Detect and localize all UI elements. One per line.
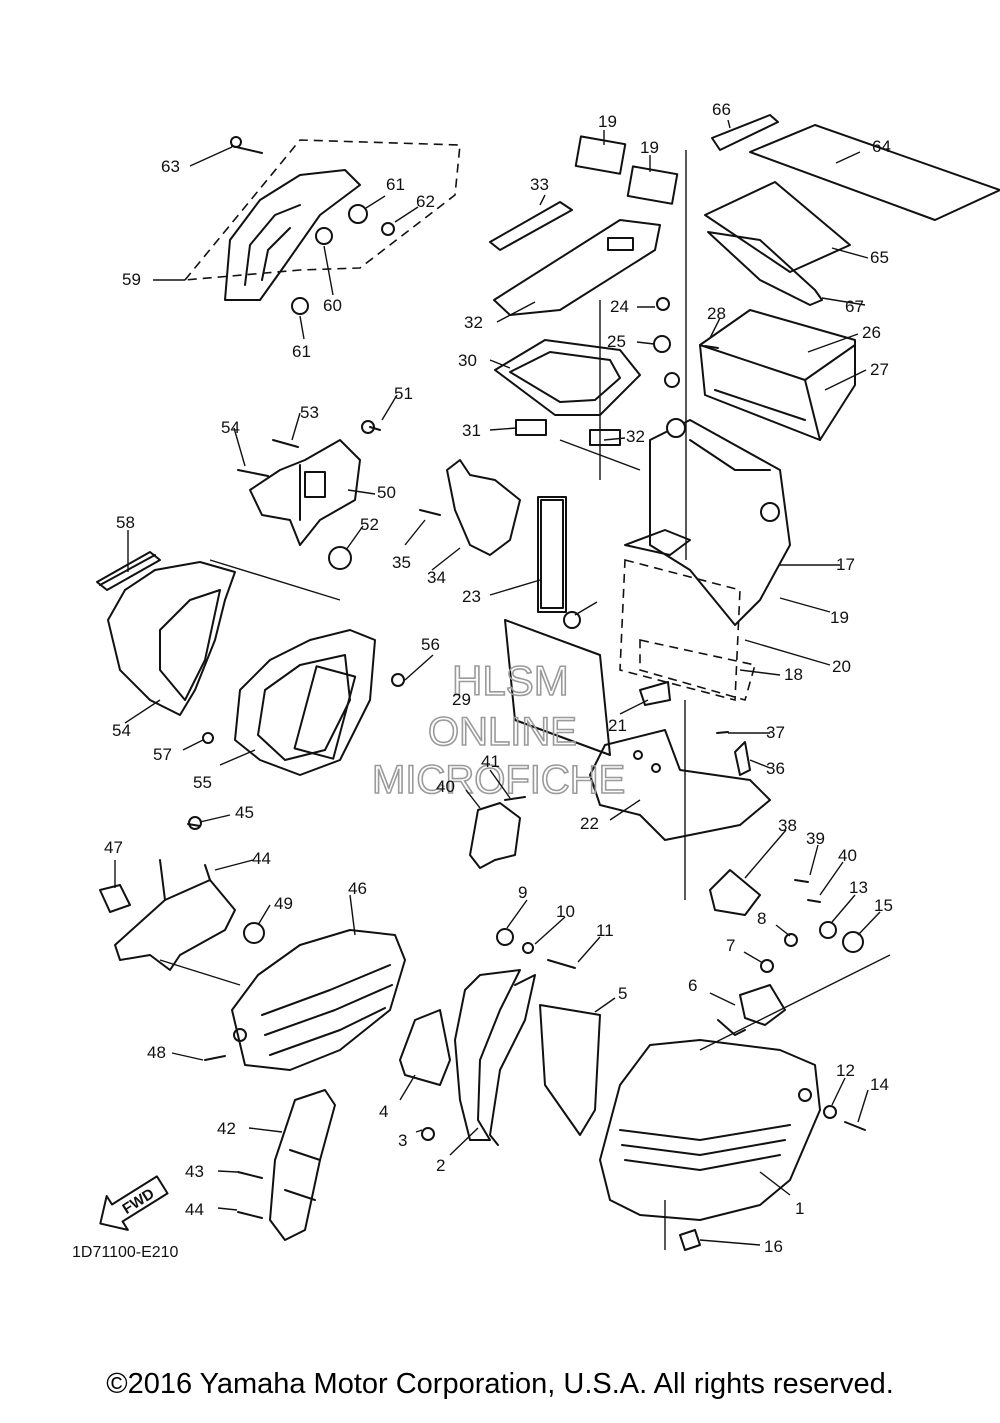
callout-label: 49	[274, 894, 293, 913]
callout-label: 34	[427, 568, 446, 587]
callout-label: 1	[795, 1199, 804, 1218]
callout-label: 27	[870, 360, 889, 379]
watermark: HLSM ONLINE MICROFICHE	[371, 656, 626, 803]
callout-label: 36	[766, 759, 785, 778]
callout-label: 13	[849, 878, 868, 897]
callout-label: 67	[845, 297, 864, 316]
callout-label: 7	[726, 936, 735, 955]
callout-label: 31	[462, 421, 481, 440]
callout-label: 44	[252, 849, 271, 868]
callout-label: 41	[481, 752, 500, 771]
callout-label: 3	[398, 1131, 407, 1150]
callout-label: 25	[607, 332, 626, 351]
callout-label: 19	[598, 112, 617, 131]
callout-label: 65	[870, 248, 889, 267]
callout-label: 59	[122, 270, 141, 289]
callout-label: 8	[757, 909, 766, 928]
callout-label: 45	[235, 803, 254, 822]
callout-label: 66	[712, 100, 731, 119]
callout-label: 14	[870, 1075, 889, 1094]
callout-label: 50	[377, 483, 396, 502]
callout-label: 19	[830, 608, 849, 627]
callout-label: 40	[838, 846, 857, 865]
callout-label: 11	[596, 921, 614, 940]
callout-label: 43	[185, 1162, 204, 1181]
callout-label: 29	[452, 690, 471, 709]
callout-label: 44	[185, 1200, 204, 1219]
callout-label: 21	[608, 716, 627, 735]
callout-label: 2	[436, 1156, 445, 1175]
callout-label: 37	[766, 723, 785, 742]
callout-label: 40	[436, 777, 455, 796]
callout-label: 61	[292, 342, 311, 361]
callout-label: 51	[394, 384, 413, 403]
part-drawings	[96, 114, 1000, 1251]
guide-lines	[159, 150, 891, 1250]
callout-label: 24	[610, 297, 629, 316]
callout-label: 12	[836, 1061, 855, 1080]
diagram-code: 1D71100-E210	[72, 1244, 179, 1261]
callout-label: 32	[464, 313, 483, 332]
callout-label: 35	[392, 553, 411, 572]
fwd-arrow-icon: FWD	[99, 1175, 169, 1231]
callout-label: 22	[580, 814, 599, 833]
callout-label: 63	[161, 157, 180, 176]
callout-label: 57	[153, 745, 172, 764]
callout-label: 17	[836, 555, 855, 574]
callout-label: 15	[874, 896, 893, 915]
callout-label: 64	[872, 137, 891, 156]
callout-label: 20	[832, 657, 851, 676]
callout-label: 55	[193, 773, 212, 792]
callout-label: 38	[778, 816, 797, 835]
callout-label: 54	[112, 721, 131, 740]
callout-label: 16	[764, 1237, 783, 1256]
watermark-line1: HLSM	[452, 657, 569, 704]
callout-label: 62	[416, 192, 435, 211]
callout-label: 46	[348, 879, 367, 898]
callout-label: 60	[323, 296, 342, 315]
callout-label: 10	[556, 902, 575, 921]
callout-label: 19	[640, 138, 659, 157]
callout-label: 26	[862, 323, 881, 342]
callout-label: 28	[707, 304, 726, 323]
callout-leaders	[114, 119, 881, 1246]
callout-label: 52	[360, 515, 379, 534]
callout-label: 53	[300, 403, 319, 422]
callout-label: 48	[147, 1043, 166, 1062]
callout-label: 39	[806, 829, 825, 848]
watermark-line3: MICROFICHE	[372, 758, 625, 802]
callout-label: 33	[530, 175, 549, 194]
copyright-notice: ©2016 Yamaha Motor Corporation, U.S.A. A…	[106, 1368, 894, 1400]
callout-label: 5	[618, 984, 627, 1003]
fwd-label: FWD	[120, 1185, 158, 1218]
callout-label: 61	[386, 175, 405, 194]
callout-label: 54	[221, 418, 240, 437]
callout-label: 32	[626, 427, 645, 446]
callout-label: 42	[217, 1119, 236, 1138]
callout-labels: 1 2 3 4 5 6 7 8 9 10 11 12 13 14 15 16 1…	[104, 100, 893, 1256]
callout-label: 58	[116, 513, 135, 532]
callout-label: 23	[462, 587, 481, 606]
watermark-line2: ONLINE	[428, 710, 577, 754]
callout-label: 9	[518, 883, 527, 902]
callout-label: 30	[458, 351, 477, 370]
callout-label: 18	[784, 665, 803, 684]
callout-label: 56	[421, 635, 440, 654]
callout-label: 6	[688, 976, 697, 995]
callout-label: 4	[379, 1102, 388, 1121]
callout-label: 47	[104, 838, 123, 857]
